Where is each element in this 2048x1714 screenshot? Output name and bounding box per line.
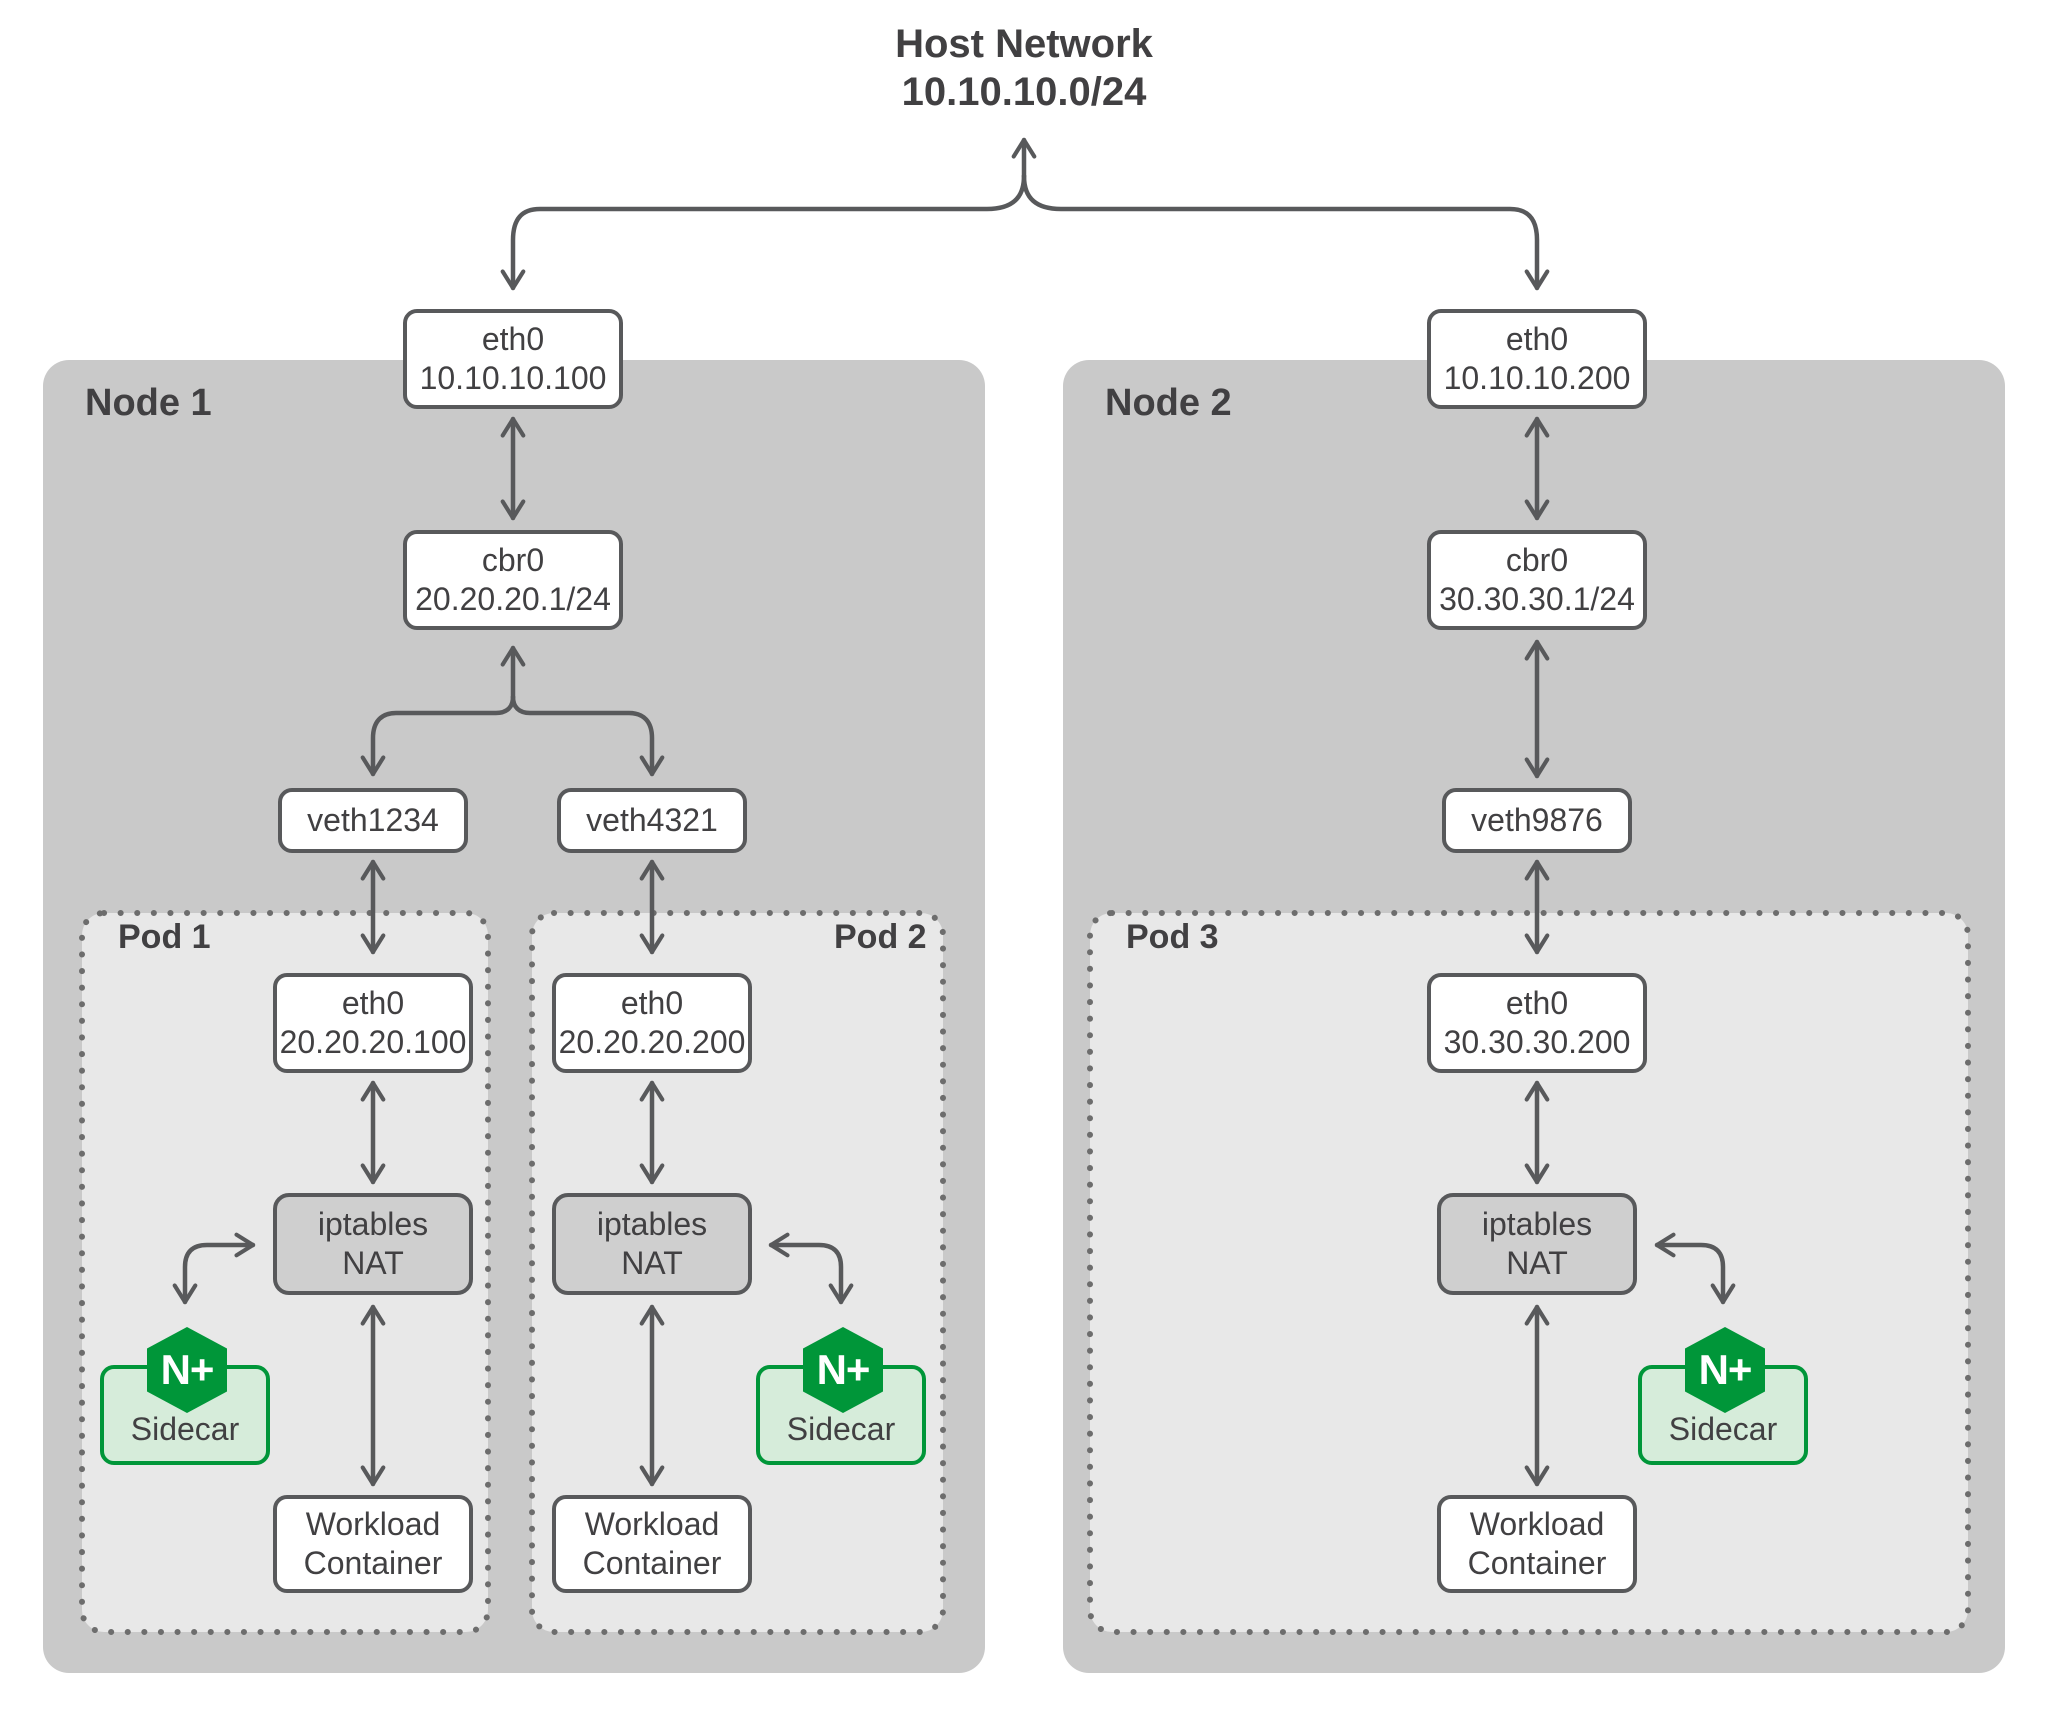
nginx-plus-icon: N+ (147, 1327, 227, 1413)
pod3-workload-box: Workload Container (1437, 1495, 1637, 1593)
veth4321-label: veth4321 (586, 801, 718, 838)
arrow-host-to-node2-eth0 (1021, 173, 1550, 291)
arrow-pod3-iptables-sidecar (1654, 1232, 1736, 1305)
pod3-eth0-ip: 30.30.30.200 (1443, 1024, 1631, 1060)
pod2-iptables-box: iptables NAT (552, 1193, 752, 1295)
nginx-plus-icon: N+ (803, 1327, 883, 1413)
pod3-iptables-line2: NAT (1506, 1245, 1568, 1281)
pod2-iptables-line1: iptables (596, 1205, 708, 1242)
pod2-eth0-box: eth0 20.20.20.200 (552, 973, 752, 1073)
node2-cbr0-name: cbr0 (1505, 541, 1569, 578)
pod1-iptables-box: iptables NAT (273, 1193, 473, 1295)
veth1234-box: veth1234 (278, 788, 468, 853)
pod3-sidecar-box: N+ Sidecar (1638, 1327, 1808, 1465)
pod1-eth0-name: eth0 (341, 984, 405, 1021)
pod2-workload-line2: Container (582, 1545, 722, 1581)
pod1-workload-line1: Workload (305, 1505, 441, 1542)
node1-label: Node 1 (85, 382, 212, 424)
pod2-eth0-name: eth0 (620, 984, 684, 1021)
pod1-sidecar-label: Sidecar (130, 1410, 240, 1447)
node2-eth0-ip: 10.10.10.200 (1443, 360, 1631, 396)
pod1-eth0-ip: 20.20.20.100 (279, 1024, 467, 1060)
pod3-label: Pod 3 (1126, 918, 1219, 956)
arrow-fork-to-veth1234 (360, 694, 516, 777)
node2-cbr0-box: cbr0 30.30.30.1/24 (1427, 530, 1647, 630)
nginx-plus-badge: N+ (1698, 1346, 1753, 1393)
node1-eth0-ip: 10.10.10.100 (419, 360, 607, 396)
arrow-fork-to-veth4321 (510, 694, 665, 777)
nginx-plus-badge: N+ (816, 1346, 871, 1393)
node2-cbr0-ip: 30.30.30.1/24 (1439, 581, 1635, 617)
pod2-sidecar-box: N+ Sidecar (756, 1327, 926, 1465)
pod3-eth0-name: eth0 (1505, 984, 1569, 1021)
node1-eth0-name: eth0 (481, 320, 545, 357)
pod3-iptables-line1: iptables (1481, 1205, 1593, 1242)
pod3-eth0-box: eth0 30.30.30.200 (1427, 973, 1647, 1073)
veth9876-box: veth9876 (1442, 788, 1632, 853)
pod1-iptables-line2: NAT (342, 1245, 404, 1281)
pod1-sidecar-box: N+ Sidecar (100, 1327, 270, 1465)
node2-eth0-box: eth0 10.10.10.200 (1427, 309, 1647, 409)
veth4321-box: veth4321 (557, 788, 747, 853)
node1-cbr0-box: cbr0 20.20.20.1/24 (403, 530, 623, 630)
pod2-workload-line1: Workload (584, 1505, 720, 1542)
pod1-workload-box: Workload Container (273, 1495, 473, 1593)
pod3-iptables-box: iptables NAT (1437, 1193, 1637, 1295)
veth9876-label: veth9876 (1471, 801, 1603, 838)
arrow-pod2-iptables-sidecar (768, 1232, 854, 1305)
pod1-eth0-box: eth0 20.20.20.100 (273, 973, 473, 1073)
node1-eth0-box: eth0 10.10.10.100 (403, 309, 623, 409)
node1-cbr0-name: cbr0 (481, 541, 545, 578)
pod3-workload-line2: Container (1467, 1545, 1607, 1581)
pod1-label: Pod 1 (118, 918, 211, 956)
pod2-sidecar-label: Sidecar (786, 1410, 896, 1447)
host-network-title: Host Network 10.10.10.0/24 (774, 20, 1274, 116)
pod2-workload-box: Workload Container (552, 1495, 752, 1593)
pod2-label: Pod 2 (834, 918, 927, 956)
node1-cbr0-ip: 20.20.20.1/24 (415, 581, 611, 617)
nginx-plus-badge: N+ (160, 1346, 215, 1393)
node2-eth0-name: eth0 (1505, 320, 1569, 357)
pod1-iptables-line1: iptables (317, 1205, 429, 1242)
node2-label: Node 2 (1105, 382, 1232, 424)
pod3-workload-line1: Workload (1469, 1505, 1605, 1542)
arrow-host-to-node1-eth0 (500, 173, 1027, 291)
pod2-iptables-line2: NAT (621, 1245, 683, 1281)
arrow-pod1-iptables-sidecar (172, 1232, 256, 1305)
pod2-eth0-ip: 20.20.20.200 (558, 1024, 746, 1060)
nginx-plus-icon: N+ (1685, 1327, 1765, 1413)
host-network-title-line1: Host Network (895, 22, 1153, 66)
veth1234-label: veth1234 (307, 801, 439, 838)
pod1-workload-line2: Container (303, 1545, 443, 1581)
pod3-sidecar-label: Sidecar (1668, 1410, 1778, 1447)
host-network-title-line2: 10.10.10.0/24 (901, 70, 1147, 114)
